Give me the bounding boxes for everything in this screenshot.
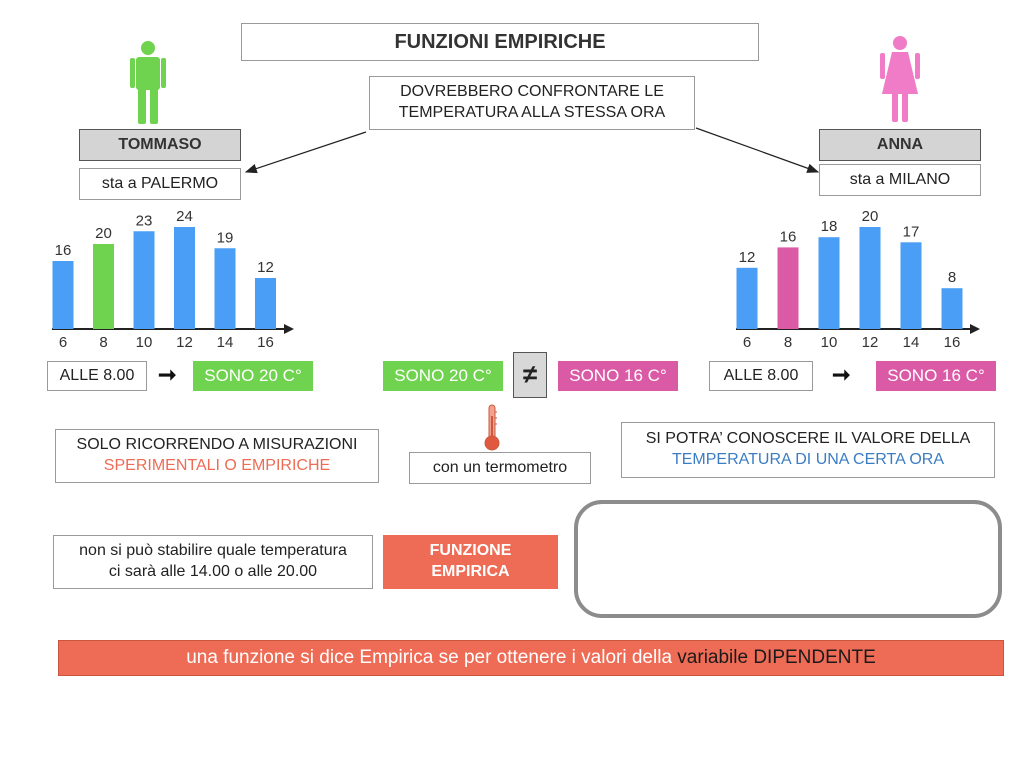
- milano-tick-label: 6: [743, 334, 751, 351]
- chart-milano: 12 6 16 8 18 10 20 12 17 14 8 16: [736, 208, 980, 351]
- knowledge-line2: TEMPERATURA DI UNA CERTA ORA: [671, 451, 945, 468]
- milano-bar: [900, 242, 922, 329]
- empirical-function-box: FUNZIONE EMPIRICA: [383, 535, 558, 589]
- thermometer-label: con un termometro: [409, 452, 591, 484]
- chart-palermo: 16 6 20 8 23 10 24 12 19 14 12 16: [52, 208, 294, 351]
- milano-data-label: 18: [821, 218, 838, 235]
- milano-x-axis-arrowhead: [970, 324, 980, 334]
- tommaso-location: sta a PALERMO: [79, 168, 241, 200]
- anna-location: sta a MILANO: [819, 164, 981, 196]
- milano-bar: [736, 267, 758, 329]
- cannot-predict-note: non si può stabilire quale temperatura c…: [53, 535, 373, 589]
- arrow-to-tommaso: [244, 131, 367, 174]
- tommaso-name: TOMMASO: [79, 129, 241, 161]
- milano-data-label: 17: [903, 223, 920, 240]
- milano-data-label: 8: [948, 269, 956, 286]
- definition-bar: una funzione si dice Empirica se per ott…: [58, 640, 1004, 676]
- measurement-line2: SPERIMENTALI O EMPIRICHE: [103, 457, 331, 474]
- not-equal-icon: ≠: [513, 352, 547, 398]
- palermo-tick-label: 6: [59, 334, 67, 351]
- palermo-data-label: 23: [136, 212, 153, 229]
- palermo-bar: [93, 244, 114, 329]
- empirical-function-line1: FUNZIONE: [429, 542, 512, 560]
- anna-result-box: SONO 16 C°: [876, 361, 996, 391]
- compare-note: DOVREBBERO CONFRONTARE LE TEMPERATURA AL…: [369, 76, 695, 130]
- palermo-bar: [174, 227, 195, 329]
- palermo-data-label: 19: [217, 229, 234, 246]
- palermo-bar: [214, 248, 236, 329]
- anna-name: ANNA: [819, 129, 981, 161]
- knowledge-note: SI POTRA’ CONOSCERE IL VALORE DELLA TEMP…: [621, 422, 995, 478]
- tommaso-result-box: SONO 20 C°: [193, 361, 313, 391]
- knowledge-line1: SI POTRA’ CONOSCERE IL VALORE DELLA: [645, 430, 971, 448]
- arrow-to-anna: [695, 127, 820, 173]
- milano-data-label: 16: [780, 228, 797, 245]
- palermo-data-label: 16: [55, 242, 72, 259]
- milano-tick-label: 12: [862, 334, 879, 351]
- palermo-data-label: 12: [257, 259, 274, 276]
- definition-part2: variabile DIPENDENTE: [677, 647, 876, 668]
- milano-data-label: 20: [862, 208, 879, 225]
- compare-note-line1: DOVREBBERO CONFRONTARE LE: [400, 83, 664, 101]
- palermo-data-label: 24: [176, 208, 193, 225]
- palermo-data-label: 20: [95, 225, 112, 242]
- male-person-icon: [130, 41, 166, 124]
- milano-bar: [818, 237, 840, 329]
- right-arrow-icon: ➞: [158, 362, 177, 387]
- thermometer-icon: [484, 404, 500, 451]
- milano-tick-label: 14: [903, 334, 920, 351]
- cannot-predict-line1: non si può stabilire quale temperatura: [79, 542, 347, 560]
- compare-right-box: SONO 16 C°: [558, 361, 678, 391]
- empty-rounded-panel: [574, 500, 1002, 618]
- palermo-tick-label: 14: [217, 334, 234, 351]
- right-arrow-icon: ➞: [832, 362, 851, 387]
- milano-tick-label: 10: [821, 334, 838, 351]
- page-title: FUNZIONI EMPIRICHE: [241, 23, 759, 61]
- milano-bar: [777, 247, 799, 329]
- empirical-function-line2: EMPIRICA: [431, 563, 510, 580]
- definition-part1: una funzione si dice Empirica se per ott…: [186, 647, 678, 668]
- compare-note-line2: TEMPERATURA ALLA STESSA ORA: [398, 104, 666, 121]
- measurement-note: SOLO RICORRENDO A MISURAZIONI SPERIMENTA…: [55, 429, 379, 483]
- palermo-bar: [52, 261, 74, 329]
- tommaso-time-box: ALLE 8.00: [47, 361, 147, 391]
- cannot-predict-line2: ci sarà alle 14.00 o alle 20.00: [108, 563, 318, 580]
- palermo-tick-label: 8: [99, 334, 107, 351]
- milano-tick-label: 8: [784, 334, 792, 351]
- anna-time-box: ALLE 8.00: [709, 361, 813, 391]
- palermo-tick-label: 10: [136, 334, 153, 351]
- milano-bar: [859, 227, 881, 329]
- milano-tick-label: 16: [944, 334, 961, 351]
- milano-bar: [941, 288, 963, 329]
- measurement-line1: SOLO RICORRENDO A MISURAZIONI: [76, 436, 358, 454]
- compare-left-box: SONO 20 C°: [383, 361, 503, 391]
- palermo-tick-label: 16: [257, 334, 274, 351]
- milano-data-label: 12: [739, 249, 756, 266]
- palermo-x-axis-arrowhead: [284, 324, 294, 334]
- female-person-icon: [880, 36, 920, 122]
- palermo-bar: [133, 231, 155, 329]
- palermo-bar: [255, 278, 276, 329]
- palermo-tick-label: 12: [176, 334, 193, 351]
